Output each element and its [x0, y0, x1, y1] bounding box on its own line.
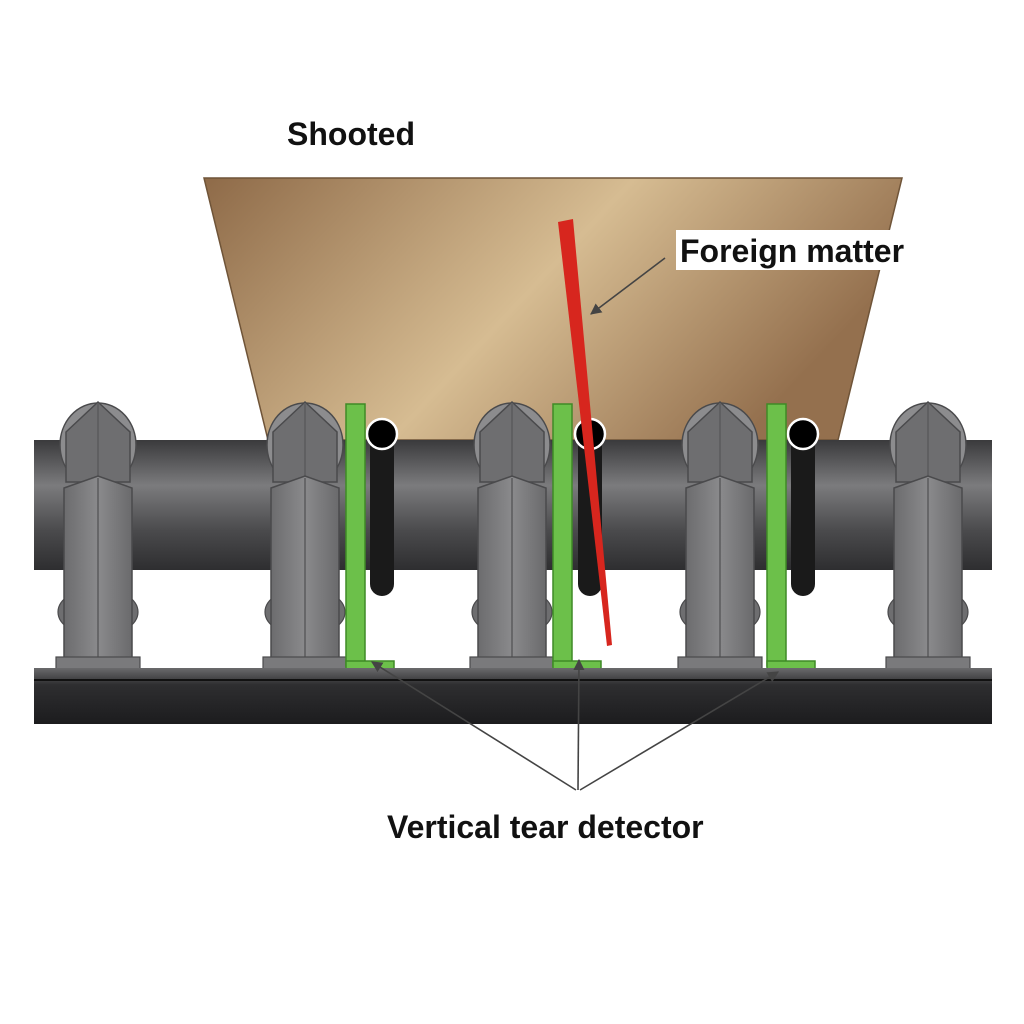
detector-label: Vertical tear detector	[387, 809, 704, 845]
bracket-1	[55, 400, 141, 670]
foreign-matter-label-bg	[676, 230, 944, 270]
foreign-matter-label: Foreign matter	[680, 233, 904, 269]
guide-rod-1	[365, 417, 399, 596]
vertical-tear-detectors	[345, 403, 816, 670]
idler-brackets	[55, 400, 971, 670]
foreign-matter-arrow	[590, 257, 666, 315]
chute-label: Shooted	[287, 116, 415, 152]
foreign-matter	[558, 219, 612, 646]
guide-rod-3	[786, 417, 820, 596]
bracket-5	[885, 400, 971, 670]
bracket-3	[469, 400, 555, 670]
chute	[203, 177, 903, 441]
detector-arrows	[371, 658, 779, 791]
guide-rods	[365, 417, 820, 596]
frame-rail	[34, 668, 992, 724]
bracket-4	[677, 400, 763, 670]
bracket-2	[262, 400, 348, 670]
